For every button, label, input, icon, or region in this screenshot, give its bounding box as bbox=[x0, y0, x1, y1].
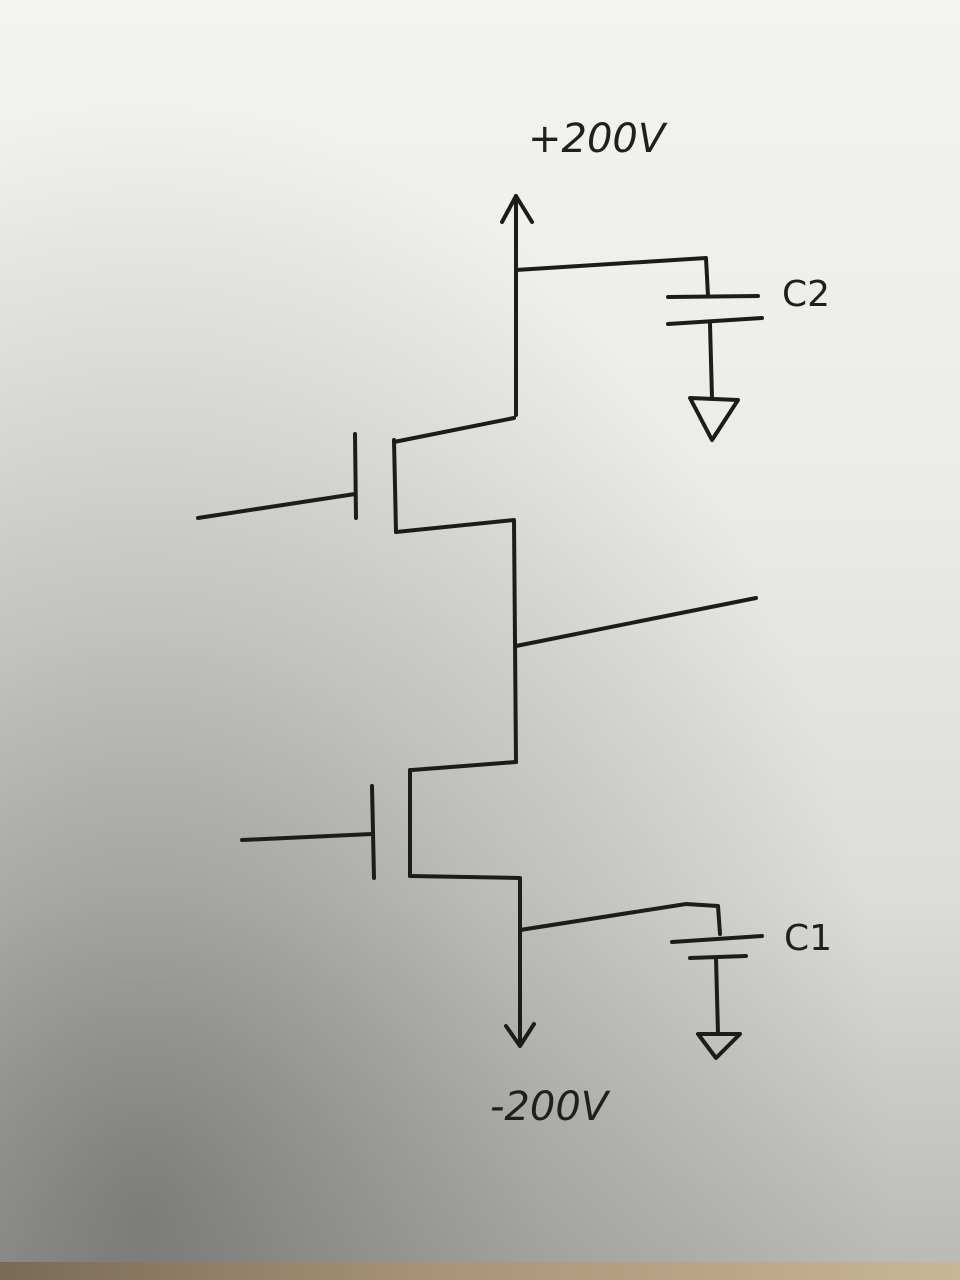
label-c1: C1 bbox=[784, 918, 832, 959]
upper-transistor bbox=[196, 416, 518, 764]
lower-transistor bbox=[240, 760, 522, 1042]
ground-icon bbox=[696, 1032, 742, 1060]
label-negative-supply: -200V bbox=[490, 1084, 611, 1130]
capacitor-c1 bbox=[670, 934, 764, 1036]
wire-to-c2 bbox=[514, 256, 710, 298]
negative-supply-arrow bbox=[504, 1022, 536, 1048]
capacitor-c2 bbox=[666, 294, 764, 400]
output-wire bbox=[514, 596, 758, 648]
positive-supply-arrow bbox=[500, 194, 534, 417]
label-c2: C2 bbox=[782, 274, 830, 315]
wire-to-c1 bbox=[518, 902, 722, 936]
table-edge bbox=[0, 1262, 960, 1280]
ground-icon bbox=[688, 396, 740, 442]
label-positive-supply: +200V bbox=[528, 116, 668, 162]
